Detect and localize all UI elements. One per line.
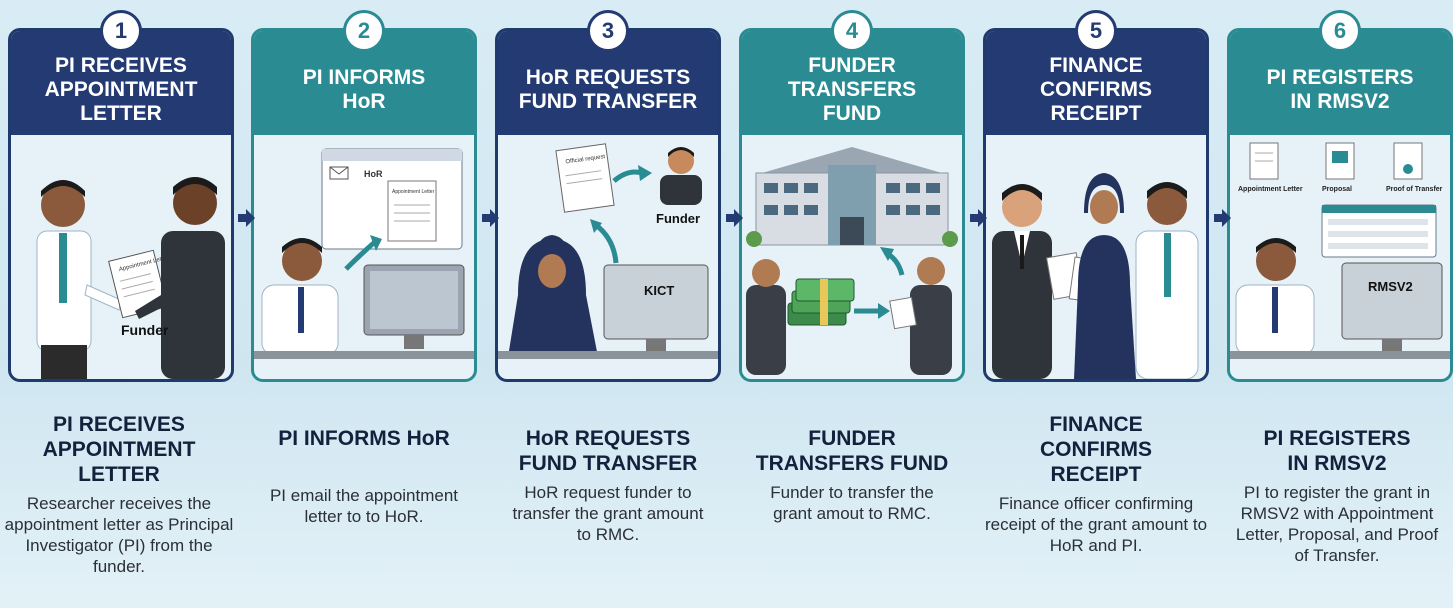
- pi-at-computer-figure: [261, 238, 339, 356]
- doc-proposal-label: Proposal: [1322, 186, 1352, 193]
- step-illustration: Appointment Letter Proposal Proof of Tra…: [1230, 135, 1450, 379]
- computer-monitor: RMSV2: [1341, 262, 1443, 351]
- step-3-caption: HoR REQUESTS FUND TRANSFER HoR request f…: [493, 426, 723, 545]
- step-5-card: 5 FINANCE CONFIRMS RECEIPT: [983, 10, 1209, 382]
- step-illustration: Official request Funder: [498, 135, 718, 379]
- computer-monitor: KICT: [603, 264, 709, 351]
- hor-figure: [508, 235, 598, 357]
- step-5-caption: FINANCE CONFIRMS RECEIPT Finance officer…: [981, 412, 1211, 556]
- arrow-right-icon: [1214, 209, 1231, 227]
- step-number-badge: 1: [100, 10, 142, 52]
- caption-title: FUNDER TRANSFERS FUND: [755, 427, 949, 475]
- rmsv2-form-window: [1321, 204, 1437, 258]
- caption-title: PI RECEIVES APPOINTMENT LETTER: [42, 413, 196, 486]
- step-1-caption: PI RECEIVES APPOINTMENT LETTER Researche…: [4, 412, 234, 577]
- funder-label: Funder: [656, 211, 700, 226]
- bank-building-icon: [746, 147, 958, 247]
- caption-text: Finance officer confirming receipt of th…: [984, 494, 1208, 555]
- step-number-badge: 3: [587, 10, 629, 52]
- email-window: HoR Appointment Letter: [321, 148, 463, 250]
- caption-title: PI REGISTERS IN RMSV2: [1263, 427, 1411, 475]
- doc-proof-label: Proof of Transfer: [1386, 186, 1443, 193]
- caption-text: PI to register the grant in RMSV2 with A…: [1235, 483, 1439, 565]
- arrow-right-icon: [482, 209, 499, 227]
- caption-title: FINANCE CONFIRMS RECEIPT: [1040, 413, 1152, 486]
- doc-appointment-label: Appointment Letter: [1238, 186, 1303, 193]
- arrow-right-icon: [726, 209, 743, 227]
- pi-at-computer-figure: [1235, 238, 1315, 356]
- step-illustration: Appointment Letter Funder: [11, 135, 231, 379]
- money-stack-icon: [787, 278, 855, 326]
- step-illustration: [986, 135, 1206, 379]
- step-4-caption: FUNDER TRANSFERS FUND Funder to transfer…: [737, 426, 967, 524]
- step-4-card: 4 FUNDER TRANSFERS FUND: [739, 10, 965, 382]
- step-number-badge: 4: [831, 10, 873, 52]
- funder-figure: [746, 259, 786, 375]
- caption-title: HoR REQUESTS FUND TRANSFER: [518, 427, 698, 475]
- step-3-card: 3 HoR REQUESTS FUND TRANSFER Official re…: [495, 10, 721, 382]
- step-6-caption: PI REGISTERS IN RMSV2 PI to register the…: [1222, 426, 1452, 566]
- document-label: Official request: [565, 154, 606, 166]
- pi-figure: [1135, 182, 1199, 379]
- arrow-right-icon: [238, 209, 255, 227]
- monitor-label: KICT: [644, 283, 674, 298]
- caption-title: PI INFORMS HoR: [278, 427, 450, 450]
- rmc-officer-figure: [889, 257, 952, 375]
- step-2-caption: PI INFORMS HoR PI email the appointment …: [249, 426, 479, 527]
- step-number-badge: 6: [1319, 10, 1361, 52]
- funder-label: Funder: [121, 322, 169, 338]
- funder-figure: [135, 177, 225, 379]
- document-icon: Proof of Transfer: [1386, 142, 1443, 193]
- step-illustration: [742, 135, 962, 379]
- hor-figure: [1074, 173, 1136, 379]
- official-request-document: Official request: [555, 143, 615, 213]
- researcher-figure: [36, 180, 122, 379]
- letter-label: Appointment Letter: [392, 189, 435, 195]
- caption-text: HoR request funder to transfer the grant…: [512, 483, 704, 544]
- caption-text: Researcher receives the appointment lett…: [4, 494, 234, 576]
- step-2-card: 2 PI INFORMS HoR HoR Appointment Letter: [251, 10, 477, 382]
- step-number-badge: 5: [1075, 10, 1117, 52]
- funder-figure: [660, 147, 702, 205]
- monitor-label: RMSV2: [1368, 279, 1413, 294]
- email-to-label: HoR: [364, 169, 383, 179]
- document-icon: Proposal: [1322, 142, 1355, 193]
- step-illustration: HoR Appointment Letter: [254, 135, 474, 379]
- step-6-card: 6 PI REGISTERS IN RMSV2 Appointment Lett…: [1227, 10, 1453, 382]
- caption-text: PI email the appointment letter to to Ho…: [269, 486, 459, 526]
- arrow-right-icon: [970, 209, 987, 227]
- step-number-badge: 2: [343, 10, 385, 52]
- document-icon: Appointment Letter: [1238, 142, 1303, 193]
- finance-officer-figure: [992, 184, 1052, 379]
- caption-text: Funder to transfer the grant amout to RM…: [770, 483, 934, 523]
- step-1-card: 1 PI RECEIVES APPOINTMENT LETTER Appoint…: [8, 10, 234, 382]
- computer-monitor: [363, 264, 465, 349]
